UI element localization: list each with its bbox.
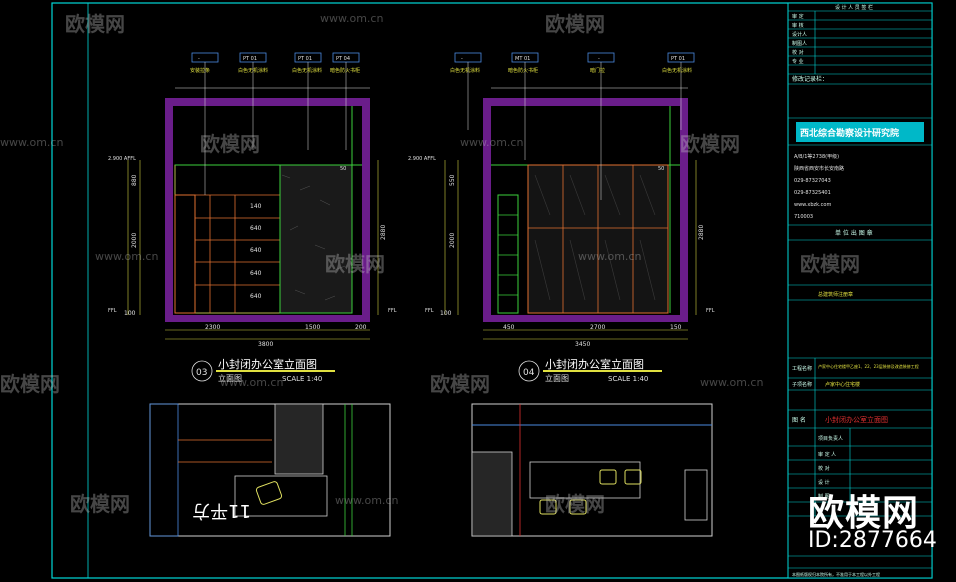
right-dim-v2: 2000: [449, 233, 456, 248]
tb-staff-5: 制 图: [818, 493, 830, 500]
tb-info-2: 陕西省西安市长安南路: [794, 165, 844, 172]
right-tag-2: MT 01: [515, 56, 530, 62]
right-subtitle: 立面图: [545, 373, 569, 383]
left-tag-label-1: 安装拉条: [190, 67, 210, 74]
tb-drawing-label: 图 名: [792, 416, 806, 424]
left-dim-v1: 880: [131, 174, 138, 186]
left-tag-label-3: 白色无机涂料: [292, 67, 322, 74]
tb-header: 设 计 人 员 签 栏: [835, 4, 873, 11]
right-dim-right: 2880: [698, 225, 705, 240]
tb-revision: 修改记录栏：: [792, 75, 828, 83]
tb-info-3: 029-87327043: [794, 178, 831, 184]
tb-info-4: 029-87325401: [794, 190, 831, 196]
left-mark-50: 50: [340, 166, 346, 172]
tb-institute: 西北综合勘察设计研究院: [800, 127, 899, 139]
left-shelf-5: 640: [250, 293, 262, 300]
tb-drawing-name: 小封闭办公室立面图: [825, 415, 888, 424]
left-dim-v2: 2000: [131, 233, 138, 248]
tb-row-3: 设计人: [792, 31, 807, 38]
tb-info-1: A/B/1等2738(甲级): [794, 153, 839, 160]
left-title-circle: [191, 360, 213, 382]
right-dim-v3: 100: [440, 310, 452, 317]
left-dim-v3: 100: [124, 310, 136, 317]
left-title-number: 03: [196, 368, 207, 378]
right-title: 小封闭办公室立面图: [545, 357, 644, 371]
tb-project-name: 卢家中心住宅楼甲乙座1、22、23层装修及改造装修工程: [818, 363, 919, 369]
right-dim-v1: 550: [449, 174, 456, 186]
left-tag-4: PT 04: [336, 56, 350, 62]
left-dim-3: 200: [355, 324, 367, 331]
left-plan: 11平方: [149, 403, 391, 537]
left-dim-right: 2880: [380, 225, 387, 240]
right-elevation: 450 2700 150 3450 550 2000 100 2880 2.90…: [408, 52, 715, 383]
tb-sub-label: 子项名称: [792, 381, 812, 388]
watermark-big-id: ID:2877664: [808, 528, 937, 553]
left-dim-2: 1500: [305, 324, 320, 331]
tb-row-5: 校 对: [792, 49, 804, 56]
tb-info-5: www.xbzk.com: [794, 202, 831, 208]
tb-row-2: 审 核: [792, 22, 804, 29]
left-scale: SCALE 1:40: [282, 375, 322, 383]
right-tag-label-1: 白色无机涂料: [450, 67, 480, 74]
tb-sub-name: 卢家中心住宅楼: [825, 381, 860, 388]
left-shelf-3: 640: [250, 247, 262, 254]
right-level-top: 2.900 AFFL: [408, 156, 436, 162]
left-elevation: 2300 1500 200 3800 880 2000 100 2880 2.9…: [108, 52, 397, 383]
right-tag-4: PT 01: [671, 56, 685, 62]
right-scale: SCALE 1:40: [608, 375, 648, 383]
tb-reg-label: 总建筑师注册章: [818, 291, 853, 298]
title-block: 设 计 人 员 签 栏 审 定 审 核 设计人 制图人 校 对 专 业 修改记录…: [787, 2, 933, 579]
tb-project-label: 工程名称: [792, 365, 812, 372]
right-title-number: 04: [523, 368, 535, 378]
left-dim-total: 3800: [258, 341, 273, 348]
right-dim-total: 3450: [575, 341, 590, 348]
right-tag-label-3: 暗门拉: [590, 67, 605, 74]
right-dim-3: 150: [670, 324, 682, 331]
right-tag-1: -: [461, 56, 463, 62]
left-tag-1: -: [198, 56, 200, 62]
right-tag-3: -: [598, 56, 600, 62]
left-tag-label-4: 暗色防火书柜: [330, 67, 360, 74]
right-plan: [471, 403, 713, 537]
tb-row-6: 专 业: [792, 58, 804, 65]
right-tag-label-4: 白色无机涂料: [662, 67, 692, 74]
tb-footer: 本图纸版权归本院所有，不准用于本工程以外工程: [792, 571, 880, 577]
tb-row-1: 审 定: [792, 13, 804, 20]
plan-chairs-icon: [539, 469, 642, 515]
tb-staff-2: 审 定 人: [818, 451, 836, 458]
left-dim-1: 2300: [205, 324, 220, 331]
right-mark-50: 50: [658, 166, 664, 172]
right-title-circle: [518, 360, 540, 382]
tb-row-4: 制图人: [792, 40, 807, 47]
tb-seal-label: 单 位 出 图 章: [835, 229, 873, 237]
left-shelf-2: 640: [250, 225, 262, 232]
tb-info-6: 710003: [794, 214, 813, 220]
left-subtitle: 立面图: [218, 373, 242, 383]
tb-staff-3: 校 对: [818, 465, 830, 472]
left-level-top: 2.900 AFFL: [108, 156, 136, 162]
tb-staff-1: 项目负责人: [818, 435, 843, 442]
right-ffl-l: FFL: [425, 308, 434, 314]
left-ffl-r: FFL: [388, 308, 397, 314]
right-ffl-r: FFL: [706, 308, 715, 314]
left-tag-2: PT 01: [243, 56, 257, 62]
plan-chair-icon: [255, 481, 283, 505]
right-dim-2: 2700: [590, 324, 605, 331]
left-ffl-l: FFL: [108, 308, 117, 314]
left-shelf-1: 140: [250, 203, 262, 210]
plan-area-label: 11平方: [192, 500, 251, 521]
left-shelf-4: 640: [250, 270, 262, 277]
watermark-big-logo: 欧模网: [808, 493, 920, 534]
left-tag-3: PT 01: [298, 56, 312, 62]
right-dim-1: 450: [503, 324, 515, 331]
left-tag-label-2: 白色无机涂料: [238, 67, 268, 74]
right-tag-label-2: 暗色防火书柜: [508, 67, 538, 74]
left-title: 小封闭办公室立面图: [218, 357, 317, 371]
tb-staff-4: 设 计: [818, 479, 830, 486]
